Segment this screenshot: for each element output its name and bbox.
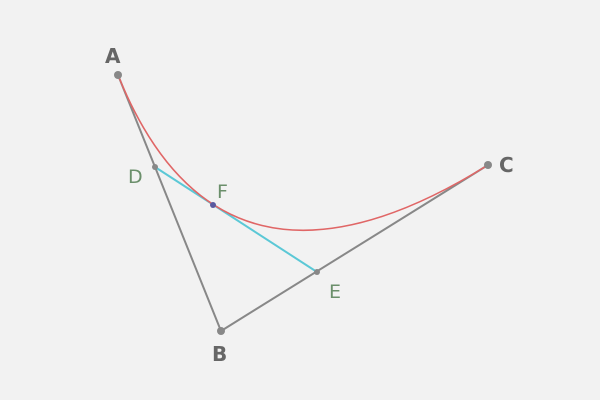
point-f [210,202,216,208]
point-a[interactable] [114,71,122,79]
label-a: A [105,44,121,68]
segment-ab [117,74,222,332]
label-e: E [329,281,341,303]
point-b[interactable] [217,327,225,335]
segment-de [154,166,318,273]
point-d [152,164,158,170]
label-b: B [212,342,227,366]
label-c: C [499,153,514,177]
bezier-curve [117,74,489,232]
segment-bc [220,164,489,332]
label-f: F [217,181,228,203]
point-e [314,269,320,275]
label-d: D [128,166,143,188]
point-c[interactable] [484,161,492,169]
